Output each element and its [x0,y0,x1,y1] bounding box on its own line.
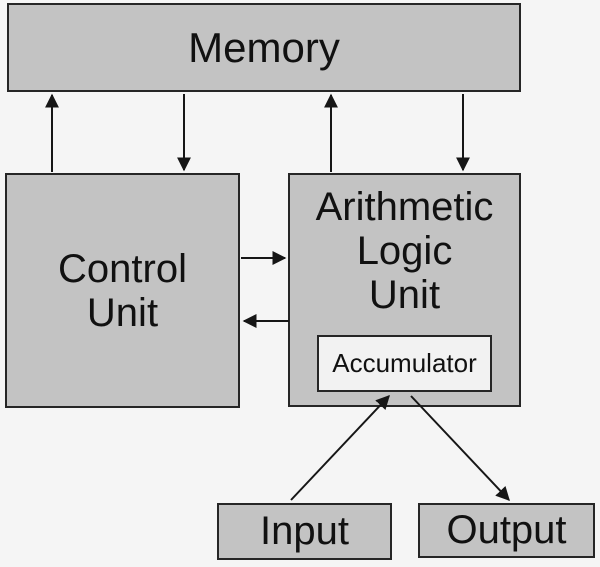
accumulator-label: Accumulator [332,348,477,378]
memory-label: Memory [188,23,340,71]
alu-label-line1: Arithmetic [315,185,494,229]
output-label: Output [446,508,567,552]
accumulator-box: Accumulator [317,335,492,392]
control-unit-label-line2: Unit [86,290,159,335]
input-box: Input [217,503,392,560]
input-label: Input [260,509,349,553]
control-unit-box: Control Unit [5,173,240,408]
control-unit-label-line1: Control [58,246,187,291]
input-to-accumulator-arrow [290,394,390,501]
output-box: Output [418,503,595,558]
memory-box: Memory [7,3,521,92]
accumulator-to-output-arrow [410,395,510,502]
alu-label-line2: Logic [356,229,453,273]
alu-label-line3: Unit [368,273,441,317]
